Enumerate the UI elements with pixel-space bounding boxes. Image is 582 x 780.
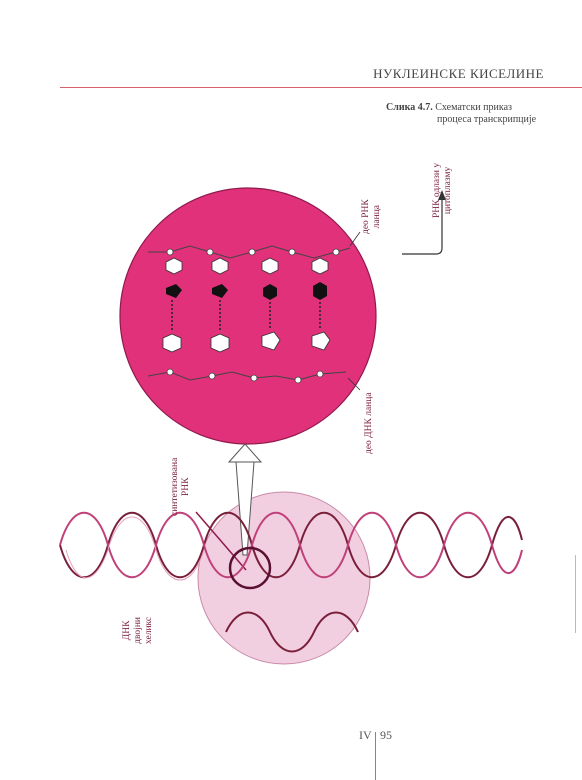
backbone-beads [166, 248, 340, 384]
synth-rna-pointer [195, 511, 247, 571]
rna-exit-label: РНК одлази у цитоплазму [432, 162, 453, 218]
caption-line2: процеса транскрипције [437, 114, 537, 125]
header-rule [60, 87, 582, 88]
open-helix-strand [225, 611, 359, 653]
dna-helix-label: ДНК двојни хеликс [122, 616, 154, 644]
figure-caption: Слика 4.7. Схематски приказ процеса тран… [386, 102, 536, 126]
rna-strand-label: део РНК ланца [361, 199, 382, 234]
chapter-title: НУКЛЕИНСКЕ КИСЕЛИНЕ [373, 66, 544, 81]
caption-label: Слика 4.7. [386, 102, 433, 113]
rna-label-pointer [349, 231, 361, 247]
synth-rna-label: синтетизована РНК [170, 457, 191, 516]
dna-strand-label: део ДНК ланца [364, 392, 374, 454]
zoom-ring [228, 546, 272, 590]
zoom-connector [227, 443, 263, 556]
margin-mark [575, 555, 576, 633]
base-pairs [162, 257, 331, 353]
dna-label-pointer [347, 377, 361, 391]
export-arrow [402, 190, 446, 255]
dna-double-helix [59, 512, 523, 581]
caption-line1: Схематски приказ [435, 102, 512, 113]
folio-rule [375, 732, 376, 780]
page-number: 95 [380, 728, 392, 742]
detail-circle [119, 187, 377, 445]
part-number: IV [359, 728, 372, 742]
helix-zoom-circle [197, 491, 371, 665]
